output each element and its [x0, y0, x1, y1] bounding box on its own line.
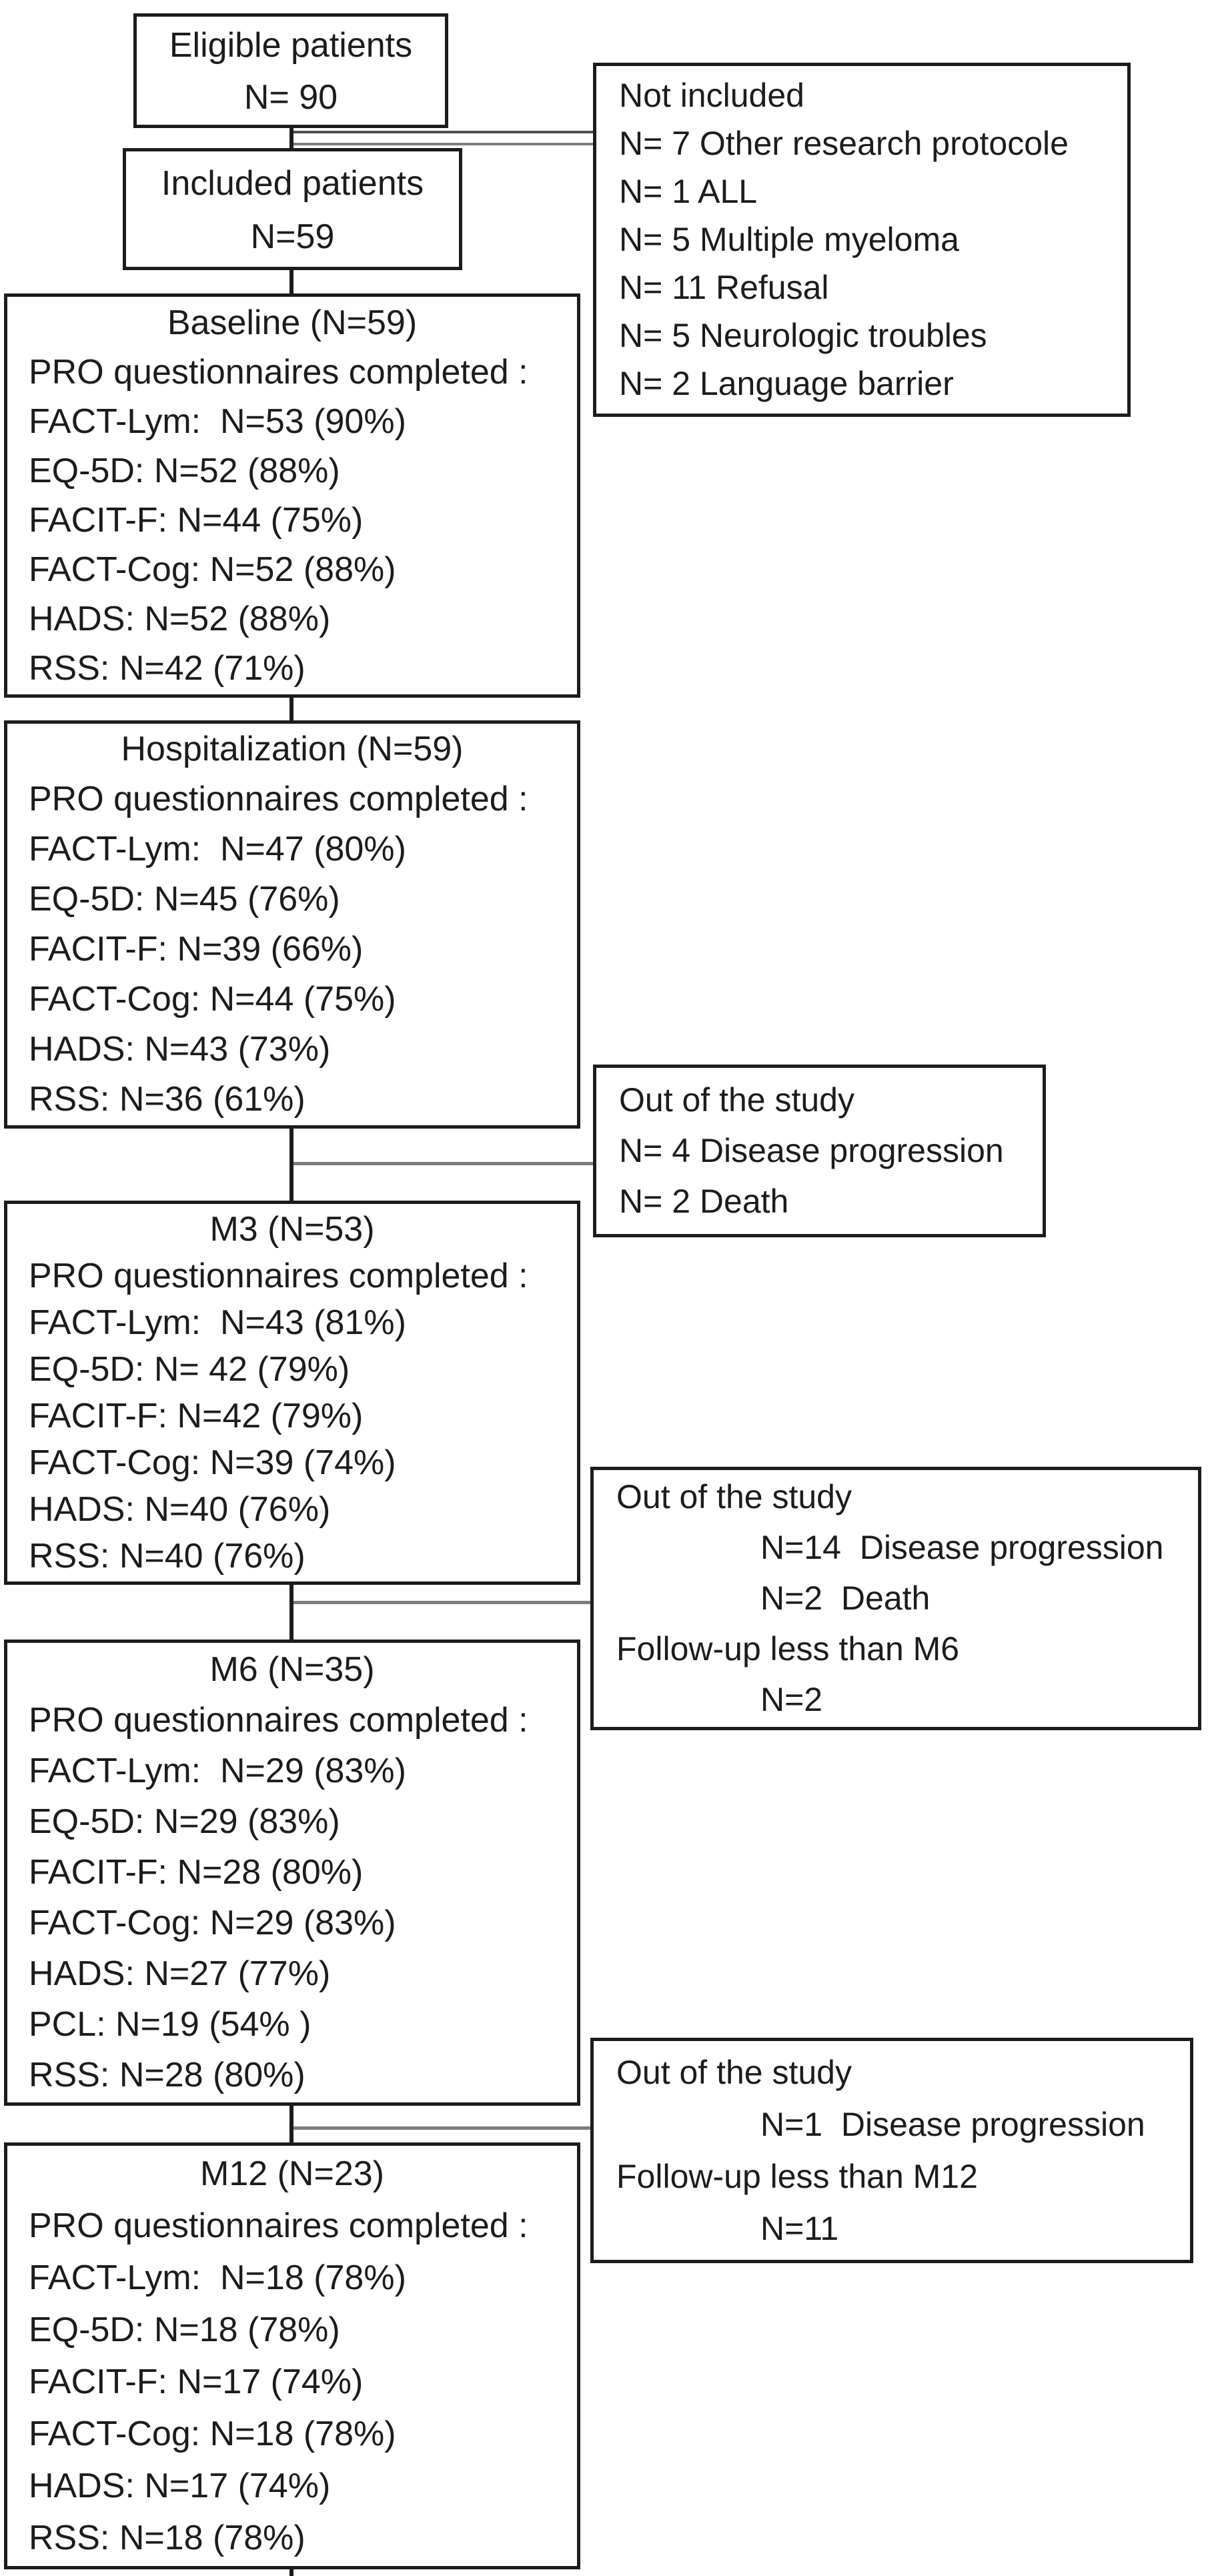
box-line: N= 5 Multiple myeloma	[619, 221, 959, 258]
box-title: M6 (N=35)	[209, 1650, 375, 1689]
box-eligible-patients: Eligible patients N= 90	[133, 13, 448, 128]
box-title: Baseline (N=59)	[167, 303, 418, 342]
connector-m6-m12	[289, 2104, 293, 2144]
box-line: FACT-Cog: N=52 (88%)	[29, 550, 396, 589]
box-line: PRO questionnaires completed :	[29, 353, 528, 392]
box-line: RSS: N=36 (61%)	[29, 1080, 306, 1119]
box-line: Eligible patients	[169, 26, 413, 65]
box-line: N=14 Disease progression	[760, 1529, 1164, 1566]
box-line: N= 90	[243, 78, 338, 117]
box-line: N= 11 Refusal	[619, 269, 829, 306]
box-m12: M12 (N=23) PRO questionnaires completed …	[4, 2142, 580, 2569]
box-line: Included patients	[161, 164, 424, 203]
box-m6: M6 (N=35) PRO questionnaires completed :…	[4, 1640, 580, 2106]
box-line: N= 2 Language barrier	[619, 365, 954, 402]
box-not-included: Not included N= 7 Other research protoco…	[593, 63, 1131, 417]
box-line: N= 4 Disease progression	[619, 1132, 1004, 1169]
box-line: RSS: N=28 (80%)	[29, 2056, 306, 2094]
box-line: FACT-Cog: N=44 (75%)	[29, 980, 396, 1019]
box-line: PRO questionnaires completed :	[29, 2206, 528, 2245]
box-line: FACT-Lym: N=47 (80%)	[29, 830, 406, 868]
box-line: N=11	[760, 2210, 839, 2247]
box-line: EQ-5D: N=29 (83%)	[29, 1802, 340, 1841]
box-line: FACT-Lym: N=53 (90%)	[29, 402, 406, 441]
box-line: FACIT-F: N=17 (74%)	[29, 2363, 364, 2401]
connector-branch-out-m6	[293, 1601, 590, 1604]
box-title: Out of the study	[616, 1478, 852, 1515]
box-line: FACT-Cog: N=29 (83%)	[29, 1904, 396, 1942]
box-line: RSS: N=18 (78%)	[29, 2519, 306, 2557]
connector-branch-out-m3	[293, 1162, 593, 1165]
box-title: Hospitalization (N=59)	[121, 730, 464, 768]
box-line: PCL: N=19 (54% )	[29, 2005, 312, 2044]
box-line: FACT-Lym: N=29 (83%)	[29, 1752, 406, 1790]
box-line: EQ-5D: N=52 (88%)	[29, 452, 340, 490]
box-line: N=2 Death	[760, 1579, 931, 1617]
connector-branch-not-included-lower	[293, 143, 593, 145]
box-line: FACIT-F: N=44 (75%)	[29, 501, 364, 540]
box-title: M12 (N=23)	[200, 2154, 384, 2193]
box-line: FACT-Lym: N=18 (78%)	[29, 2259, 406, 2297]
box-line: FACIT-F: N=39 (66%)	[29, 930, 364, 969]
box-line: EQ-5D: N=18 (78%)	[29, 2311, 340, 2349]
box-included-patients: Included patients N=59	[123, 148, 462, 270]
box-line: N= 7 Other research protocole	[619, 125, 1069, 162]
box-line: N= 5 Neurologic troubles	[619, 317, 987, 354]
connector-included-baseline	[289, 269, 293, 295]
box-line: N=1 Disease progression	[760, 2106, 1145, 2143]
box-line: FACT-Cog: N=39 (74%)	[29, 1443, 396, 1482]
box-line: N=2	[760, 1681, 823, 1718]
box-out-of-study-m12: Out of the study N=1 Disease progression…	[590, 2038, 1193, 2263]
box-title: Out of the study	[619, 1081, 854, 1119]
box-baseline: Baseline (N=59) PRO questionnaires compl…	[4, 293, 580, 698]
box-title: M3 (N=53)	[209, 1210, 375, 1249]
connector-m12-bottom-stub	[289, 2568, 293, 2576]
box-line: PRO questionnaires completed :	[29, 1701, 528, 1740]
connector-branch-out-m12	[293, 2126, 590, 2130]
box-line: RSS: N=42 (71%)	[29, 649, 306, 688]
connector-m3-m6	[289, 1583, 293, 1641]
box-m3: M3 (N=53) PRO questionnaires completed :…	[4, 1201, 580, 1585]
connector-baseline-hospitalization	[289, 696, 293, 722]
box-line: HADS: N=52 (88%)	[29, 600, 331, 638]
box-line: Follow-up less than M12	[616, 2158, 978, 2195]
box-title: Out of the study	[616, 2054, 852, 2091]
box-hospitalization: Hospitalization (N=59) PRO questionnaire…	[4, 720, 580, 1129]
box-line: EQ-5D: N=45 (76%)	[29, 880, 340, 918]
box-line: HADS: N=27 (77%)	[29, 1954, 331, 1993]
box-line: RSS: N=40 (76%)	[29, 1537, 306, 1575]
box-line: HADS: N=17 (74%)	[29, 2467, 331, 2505]
box-title: Not included	[619, 77, 804, 114]
box-line: N= 2 Death	[619, 1183, 789, 1220]
box-line: N= 1 ALL	[619, 173, 758, 210]
box-out-of-study-m3: Out of the study N= 4 Disease progressio…	[593, 1065, 1046, 1237]
connector-eligible-included	[289, 127, 293, 149]
box-line: Follow-up less than M6	[616, 1630, 960, 1668]
box-line: HADS: N=40 (76%)	[29, 1490, 331, 1529]
box-line: FACT-Cog: N=18 (78%)	[29, 2415, 396, 2453]
box-out-of-study-m6: Out of the study N=14 Disease progressio…	[590, 1467, 1201, 1730]
box-line: EQ-5D: N= 42 (79%)	[29, 1350, 350, 1389]
box-line: FACT-Lym: N=43 (81%)	[29, 1303, 406, 1342]
box-line: FACIT-F: N=28 (80%)	[29, 1853, 364, 1892]
box-line: PRO questionnaires completed :	[29, 1257, 528, 1295]
connector-hospitalization-m3	[289, 1127, 293, 1202]
connector-branch-not-included-upper	[293, 131, 593, 133]
box-line: FACIT-F: N=42 (79%)	[29, 1397, 364, 1435]
box-line: HADS: N=43 (73%)	[29, 1030, 331, 1069]
box-line: PRO questionnaires completed :	[29, 780, 528, 818]
box-line: N=59	[250, 217, 335, 256]
